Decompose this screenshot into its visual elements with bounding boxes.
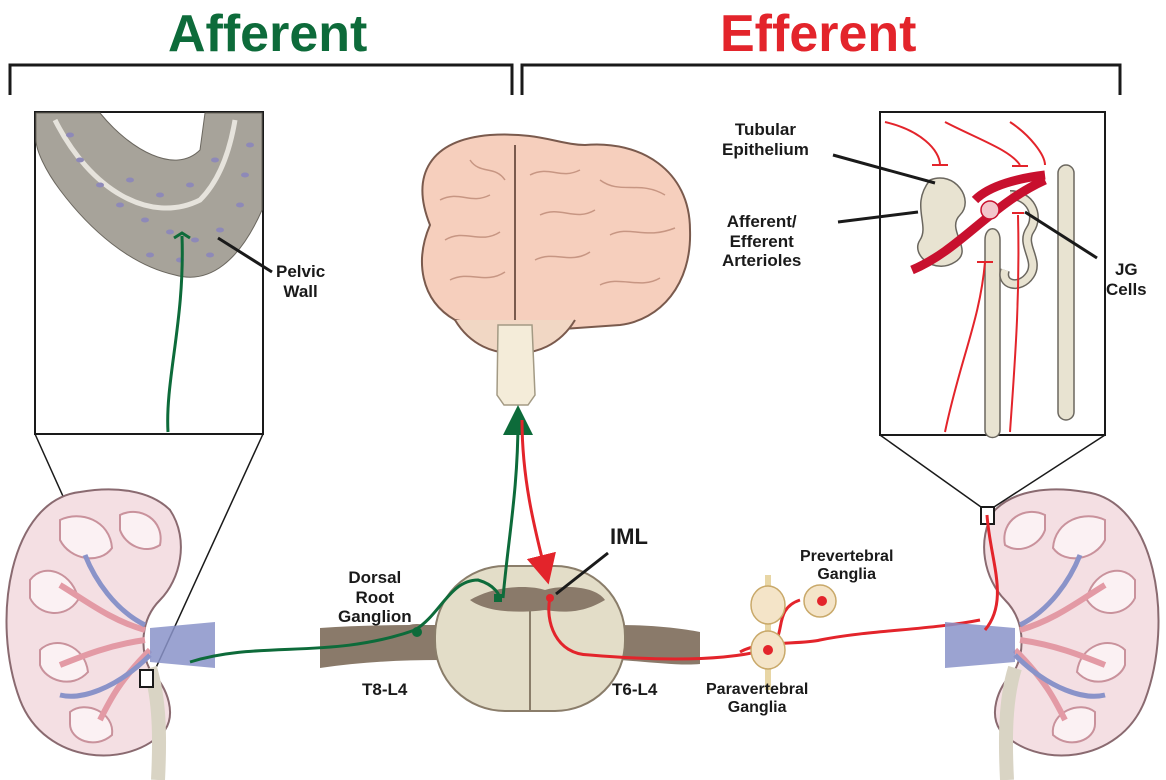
- iml-label: IML: [610, 524, 648, 549]
- afferent-bracket: [10, 65, 512, 95]
- t6-l4-label: T6-L4: [612, 680, 657, 700]
- efferent-heading: Efferent: [720, 8, 916, 60]
- nephron-inset: [880, 112, 1105, 438]
- t8-l4-label: T8-L4: [362, 680, 407, 700]
- ganglia-chain: [751, 575, 836, 690]
- efferent-bracket: [522, 65, 1120, 95]
- left-kidney: [7, 489, 216, 780]
- pelvic-wall-inset: [35, 112, 263, 434]
- right-kidney: [945, 489, 1159, 780]
- brain: [422, 135, 690, 405]
- afferent-heading: Afferent: [168, 8, 367, 60]
